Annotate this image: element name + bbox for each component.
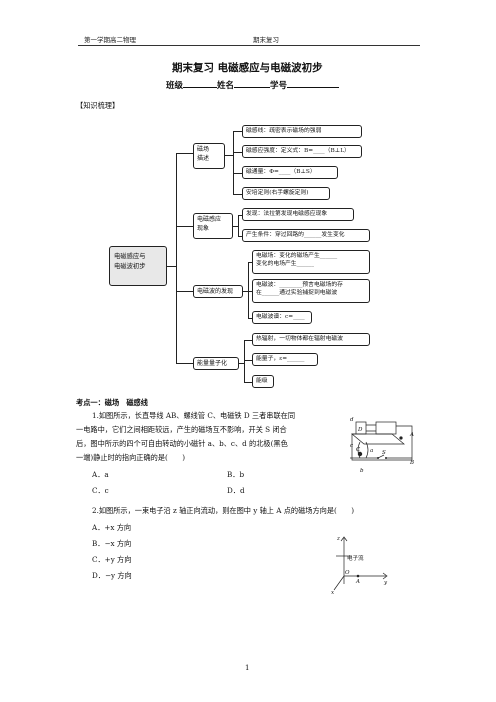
leaf-spectrum: 电磁波谱：c=____: [252, 311, 312, 324]
fig1-label-A: A: [409, 432, 414, 438]
fig1-label-B: B: [409, 460, 414, 466]
q2-stem: 2.如图所示，一束电子沿 z 轴正向流动，则在图中 y 轴上 A 点的磁场方向是…: [92, 506, 355, 515]
leaf-field-lines: 磁感线：疏密表示磁场的强弱: [242, 125, 362, 138]
leaf-energy-level: 能级: [252, 375, 274, 388]
fig1-label-c: c: [350, 443, 353, 449]
id-label: 学号: [270, 81, 288, 91]
header-left: 第一学期高二物理: [84, 36, 136, 44]
q1-line-4: 一端)静止时的指向正确的是( ): [76, 453, 186, 462]
leaf-discovery: 发现：法拉第发现电磁感应现象: [242, 208, 354, 221]
header-rule: [78, 45, 420, 46]
page-number: 1: [245, 664, 250, 672]
class-label: 班级: [166, 81, 184, 91]
branch-magnetic-field: 磁场 描述: [193, 143, 225, 169]
fig1-label-D: D: [357, 427, 363, 433]
q1-line-2: 一电路中，它们之间相距较远，产生的磁场互不影响，开关 S 闭合: [76, 425, 287, 434]
branch-induction: 电磁感应 现象: [193, 213, 233, 239]
class-line: 班级 姓名 学号: [166, 79, 340, 91]
leaf-quantum: 能量子，ε=______: [252, 353, 318, 366]
header-right: 期末复习: [253, 36, 279, 44]
branch-em-wave: 电磁波的发现: [193, 285, 243, 298]
q2-axes-figure: z 电子流 O A y x: [331, 536, 388, 596]
fig1-label-C: C: [356, 447, 361, 453]
fig1-label-b: b: [360, 468, 364, 474]
q1-option-a: A．a: [92, 470, 109, 479]
fig2-label-z: z: [336, 536, 340, 542]
q1-option-d: D．d: [227, 486, 245, 495]
leaf-flux: 磁通量：Φ=____（B⊥S）: [242, 166, 338, 179]
leaf-condition: 产生条件：穿过回路的______发生变化: [242, 229, 370, 242]
q1-circuit-figure: d D A c C a b S B: [350, 417, 414, 474]
fig2-label-A: A: [355, 579, 360, 585]
fig2-label-O: O: [345, 570, 350, 576]
q2-option-a: A．+x 方向: [92, 523, 132, 532]
q1-option-b: B．b: [227, 470, 245, 479]
kaodian-heading: 考点一：磁场 磁感线: [76, 398, 148, 407]
fig1-label-a: a: [370, 448, 373, 454]
leaf-em-wave: 电磁波：________预言电磁场的存 在______通过实验捕捉到电磁波: [252, 279, 370, 303]
fig2-label-x: x: [331, 590, 335, 596]
q2-option-b: B．−x 方向: [92, 539, 132, 548]
leaf-flux-density: 磁感应强度：定义式：B=____（B⊥L）: [242, 145, 362, 158]
name-label: 姓名: [217, 81, 235, 91]
mindmap-root: 电磁感应与 电磁波初步: [109, 246, 167, 286]
q1-option-c: C．c: [92, 486, 109, 495]
fig1-label-S: S: [382, 450, 386, 456]
leaf-em-field: 电磁场：变化的磁场产生______ 变化的电场产生______: [252, 250, 370, 274]
q2-option-d: D．−y 方向: [92, 571, 132, 580]
leaf-ampere-rule: 安培定则(右手螺旋定则): [242, 187, 330, 200]
q2-option-c: C．+y 方向: [92, 555, 132, 564]
fig2-label-y: y: [383, 580, 388, 586]
fig1-label-d: d: [350, 417, 354, 423]
page-title: 期末复习 电磁感应与电磁波初步: [172, 62, 323, 74]
fig2-label-electron-flow: 电子流: [347, 554, 364, 562]
q1-line-1: 1.如图所示，长直导线 AB、螺线管 C、电磁铁 D 三者串联在同: [92, 411, 296, 420]
q1-line-3: 后，图中所示的四个可自由转动的小磁针 a、b、c、d 的北极(黑色: [76, 439, 288, 448]
leaf-thermal-radiation: 热辐射，一切物体都在辐射电磁波: [252, 333, 370, 346]
branch-quantization: 能量量子化: [193, 357, 239, 370]
section-label: 【知识梳理】: [76, 101, 120, 110]
